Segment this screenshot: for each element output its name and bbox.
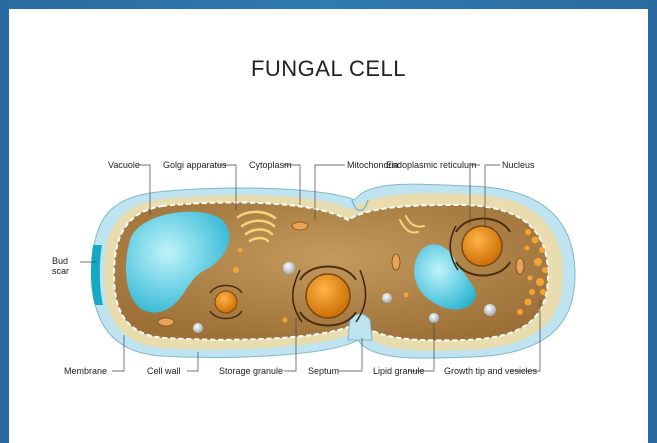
- label-vacuole: Vacuole: [108, 160, 140, 170]
- label-growth-tip-and-vesicles: Growth tip and vesicles: [444, 366, 537, 376]
- label-cytoplasm: Cytoplasm: [249, 160, 292, 170]
- label-golgi-apparatus: Golgi apparatus: [163, 160, 227, 170]
- label-membrane: Membrane: [64, 366, 107, 376]
- label-bud-scar: Bud scar: [52, 256, 69, 276]
- label-endoplasmic-reticulum: Endoplasmic reticulum: [386, 160, 477, 170]
- label-nucleus: Nucleus: [502, 160, 535, 170]
- label-cell-wall: Cell wall: [147, 366, 181, 376]
- label-lipid-granule: Lipid granule: [373, 366, 425, 376]
- label-septum: Septum: [308, 366, 339, 376]
- label-storage-granule: Storage granule: [219, 366, 283, 376]
